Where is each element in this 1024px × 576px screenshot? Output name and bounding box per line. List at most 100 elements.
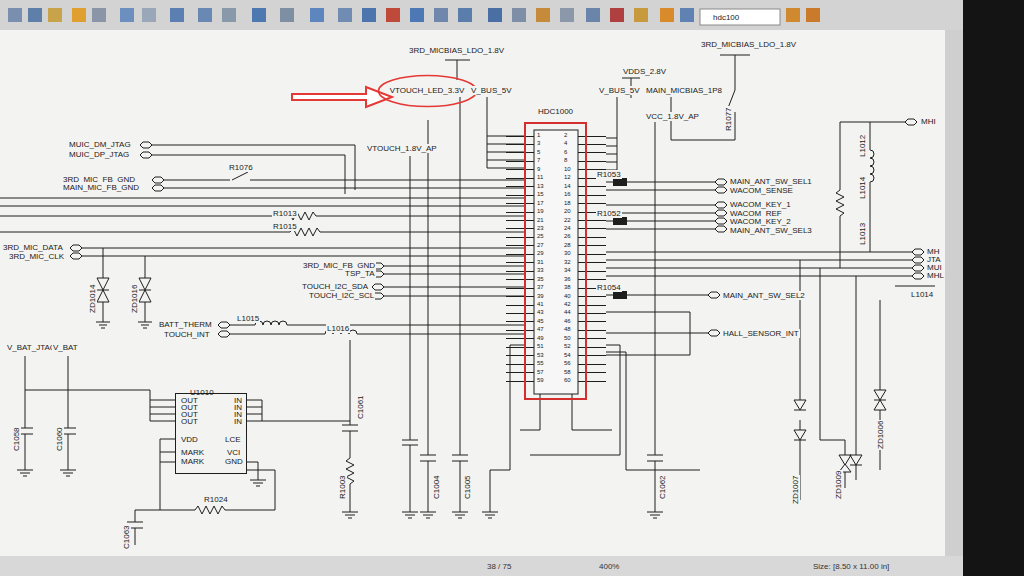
pin-number: 40 bbox=[564, 293, 571, 300]
pin-stub bbox=[578, 338, 606, 339]
pin-stub bbox=[506, 152, 534, 153]
net-label: VTOUCH_1.8V_AP bbox=[366, 144, 438, 153]
net-label: MAIN_MIC_FB_GND bbox=[62, 183, 140, 192]
pin-stub bbox=[506, 237, 534, 238]
pin-number: 6 bbox=[564, 149, 567, 156]
pin-stub bbox=[578, 381, 606, 382]
net-label: 3RD_MICBIAS_LDO_1.8V bbox=[408, 46, 505, 55]
pin-stub bbox=[578, 245, 606, 246]
resistor-ref: R1015 bbox=[272, 222, 298, 231]
pin-stub bbox=[506, 364, 534, 365]
pin-name: LCE bbox=[224, 435, 242, 444]
pin-number: 30 bbox=[564, 250, 571, 257]
pin-number: 45 bbox=[537, 318, 544, 325]
pin-number: 38 bbox=[564, 284, 571, 291]
pin-number: 31 bbox=[537, 259, 544, 266]
pin-number: 13 bbox=[537, 183, 544, 190]
component-ref: C1004 bbox=[432, 474, 441, 500]
pin-number: 23 bbox=[537, 225, 544, 232]
annotation-arrow bbox=[292, 87, 392, 107]
pin-name: MARK bbox=[180, 448, 205, 457]
pin-stub bbox=[578, 220, 606, 221]
status-text: 400% bbox=[598, 562, 620, 571]
toolbar-icons bbox=[8, 8, 820, 25]
pin-stub bbox=[578, 372, 606, 373]
component-ref: ZD1014 bbox=[88, 284, 97, 314]
scrollbar bbox=[945, 30, 963, 556]
pin-stub bbox=[578, 321, 606, 322]
resistor-ref: R1024 bbox=[203, 495, 229, 504]
net-label: VCC_1.8V_AP bbox=[645, 112, 700, 121]
search-field-text: hdc100 bbox=[712, 13, 740, 22]
pin-number: 29 bbox=[537, 250, 544, 257]
pin-stub bbox=[578, 296, 606, 297]
connector-box: HDC1000 bbox=[524, 122, 587, 400]
pin-stub bbox=[506, 186, 534, 187]
pin-stub bbox=[506, 178, 534, 179]
net-label: HALL_SENSOR_INT bbox=[722, 329, 800, 338]
net-label: 3RD_MIC_DATA bbox=[2, 243, 64, 252]
pin-stub bbox=[578, 254, 606, 255]
component-ref: L1012 bbox=[858, 134, 867, 158]
pin-stubs bbox=[506, 137, 606, 382]
pin-number: 27 bbox=[537, 242, 544, 249]
resistor-ref: R1003 bbox=[338, 474, 347, 500]
pin-stub bbox=[578, 136, 606, 137]
pin-stub bbox=[506, 330, 534, 331]
pin-stub bbox=[506, 212, 534, 213]
pin-stub bbox=[506, 288, 534, 289]
pin-number: 50 bbox=[564, 335, 571, 342]
component-ref: ZD1006 bbox=[876, 420, 885, 450]
net-flags bbox=[70, 119, 924, 337]
pin-name: IN bbox=[233, 417, 243, 426]
net-label: MAIN_ANT_SW_SEL3 bbox=[729, 226, 813, 235]
net-label: TOUCH_I2C_SDA bbox=[301, 282, 369, 291]
net-label: TSP_TA bbox=[344, 269, 376, 278]
pin-stub bbox=[506, 279, 534, 280]
pin-number: 42 bbox=[564, 301, 571, 308]
pin-number: 39 bbox=[537, 293, 544, 300]
component-ref: C1062 bbox=[658, 474, 667, 500]
pin-number: 26 bbox=[564, 233, 571, 240]
pin-name: VDD bbox=[180, 435, 199, 444]
pin-name: VCI bbox=[226, 448, 241, 457]
pin-number: 12 bbox=[564, 174, 571, 181]
component-ref: ZD1007 bbox=[791, 475, 800, 505]
component-ref: ZD1016 bbox=[130, 284, 139, 314]
pin-stub bbox=[578, 237, 606, 238]
pin-number: 15 bbox=[537, 191, 544, 198]
net-label: MAIN_MICBIAS_1P8 bbox=[645, 86, 723, 95]
net-label: WACOM_KEY_2 bbox=[729, 217, 792, 226]
pin-stub bbox=[578, 144, 606, 145]
connector-body bbox=[534, 130, 578, 394]
net-label: MHL bbox=[926, 271, 945, 280]
pin-stub bbox=[506, 228, 534, 229]
net-label: MAIN_ANT_SW_SEL2 bbox=[722, 291, 806, 300]
pin-number: 1 bbox=[537, 132, 540, 139]
component-ref: C1061 bbox=[356, 394, 365, 420]
component-ref: C1058 bbox=[12, 426, 21, 452]
status-text: 38 / 75 bbox=[486, 562, 512, 571]
pin-stub bbox=[578, 262, 606, 263]
pin-stub bbox=[506, 271, 534, 272]
status-bar bbox=[0, 556, 963, 576]
pin-stub bbox=[506, 161, 534, 162]
net-label: VDDS_2.8V bbox=[622, 67, 667, 76]
pin-name: MARK bbox=[180, 457, 205, 466]
pin-number: 4 bbox=[564, 140, 567, 147]
pin-number: 8 bbox=[564, 157, 567, 164]
pin-number: 37 bbox=[537, 284, 544, 291]
net-label: MUIC_DP_JTAG bbox=[68, 150, 130, 159]
pin-stub bbox=[506, 169, 534, 170]
pin-stub bbox=[506, 195, 534, 196]
resistor-ref: R1054 bbox=[596, 283, 622, 292]
pin-stub bbox=[506, 254, 534, 255]
resistor-ref: R1052 bbox=[596, 209, 622, 218]
pin-stub bbox=[506, 203, 534, 204]
pin-name: OUT bbox=[180, 417, 199, 426]
pin-stub bbox=[506, 144, 534, 145]
pin-number: 55 bbox=[537, 360, 544, 367]
pin-number: 7 bbox=[537, 157, 540, 164]
pin-number: 52 bbox=[564, 343, 571, 350]
